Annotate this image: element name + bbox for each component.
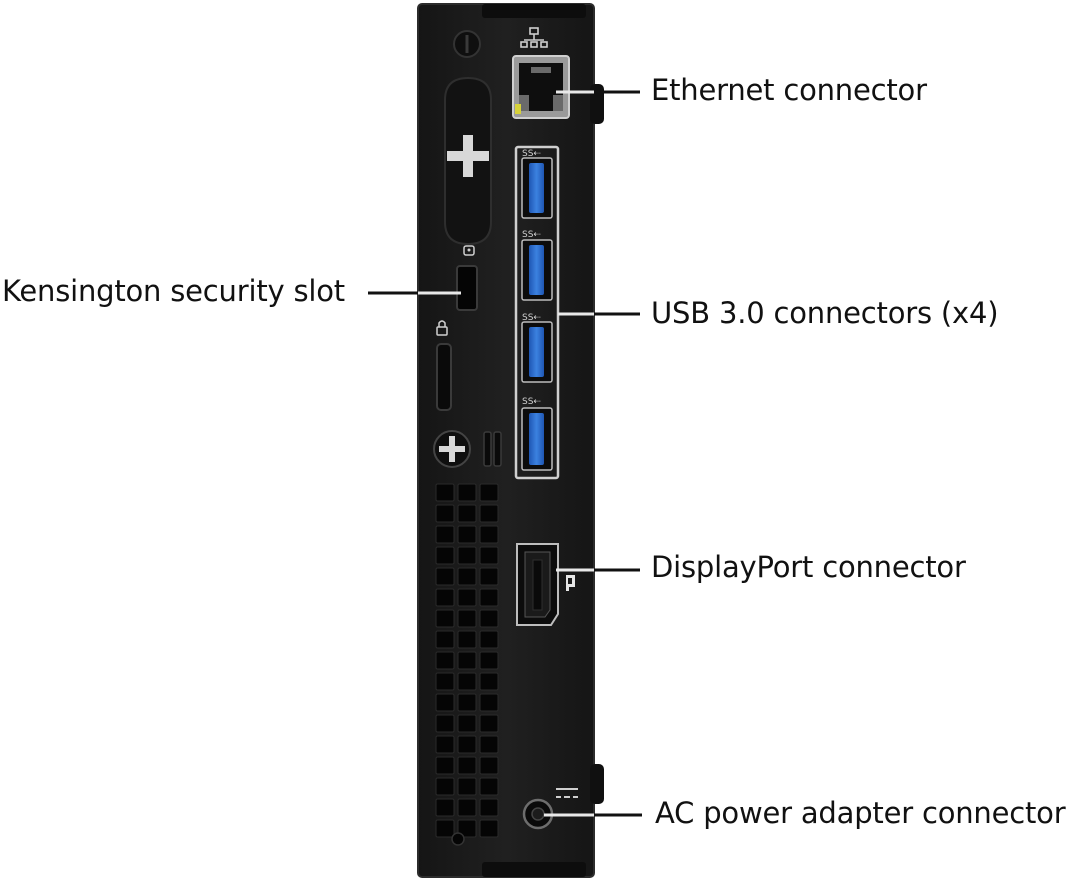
vent-slot: [457, 714, 477, 733]
kensington-slot: [456, 265, 478, 311]
vent-slot: [435, 735, 455, 754]
vent-slot: [457, 756, 477, 775]
vent-slot: [457, 777, 477, 796]
vent-slot: [435, 672, 455, 691]
vent-slot: [479, 630, 499, 649]
vent-slot: [479, 735, 499, 754]
screw-icon: [453, 30, 481, 58]
vent-slot: [457, 672, 477, 691]
dc-power-icon: [556, 788, 578, 798]
vent-slot: [457, 630, 477, 649]
vent-slot: [435, 630, 455, 649]
superspeed-usb-icon: SS⇠: [522, 397, 541, 407]
usb-port: SS⇠: [521, 230, 553, 301]
vent-slot: [435, 546, 455, 565]
vent-slot: [435, 798, 455, 817]
vent-slot: [457, 546, 477, 565]
usb-port: SS⇠: [521, 397, 553, 471]
vent-slot: [435, 756, 455, 775]
usb-connectors-label: USB 3.0 connectors (x4): [651, 296, 999, 330]
vent-slot: [479, 798, 499, 817]
thumbscrew-icon: [433, 430, 502, 468]
vent-slot: [479, 546, 499, 565]
vent-slot: [435, 651, 455, 670]
kensington-slot-label: Kensington security slot: [2, 274, 345, 308]
plus-cover-icon: [444, 76, 492, 246]
usb-port: SS⇠: [521, 149, 553, 219]
vent-slot: [457, 651, 477, 670]
vent-slot: [435, 819, 455, 838]
vent-slot: [457, 567, 477, 586]
superspeed-usb-icon: SS⇠: [522, 230, 541, 240]
vent-slot: [479, 756, 499, 775]
vent-slot: [479, 567, 499, 586]
vent-slot: [435, 714, 455, 733]
superspeed-usb-icon: SS⇠: [522, 149, 541, 159]
displayport-icon: [566, 575, 575, 591]
vent-slot: [457, 693, 477, 712]
vent-slot: [479, 525, 499, 544]
vent-slot: [457, 525, 477, 544]
superspeed-usb-icon: SS⇠: [522, 313, 541, 323]
vent-slot: [457, 819, 477, 838]
vent-slot: [479, 693, 499, 712]
vent-slot: [479, 483, 499, 502]
leader-lines-on-chassis: [418, 90, 594, 817]
vent-slot: [479, 609, 499, 628]
network-icon: [520, 27, 548, 48]
vent-slot: [479, 777, 499, 796]
vent-slot: [479, 588, 499, 607]
vent-slot: [435, 609, 455, 628]
vent-slot: [435, 567, 455, 586]
vent-slot: [457, 609, 477, 628]
vent-slot: [479, 651, 499, 670]
vent-slot: [479, 819, 499, 838]
vent-slot: [457, 504, 477, 523]
vent-slot: [479, 504, 499, 523]
vent-slot: [457, 798, 477, 817]
displayport-connector-label: DisplayPort connector: [651, 550, 966, 584]
vent-slot: [435, 483, 455, 502]
vent-slot: [457, 483, 477, 502]
vent-slot: [479, 714, 499, 733]
vent-slot: [435, 777, 455, 796]
vent-slot: [435, 525, 455, 544]
vent-slot: [435, 693, 455, 712]
ethernet-connector-label: Ethernet connector: [651, 73, 927, 107]
displayport-port: [516, 543, 559, 626]
ethernet-port: [512, 55, 570, 119]
vent-grille: [435, 483, 499, 838]
vent-slot: [457, 588, 477, 607]
chassis-hole: [451, 832, 465, 846]
vent-slot: [435, 588, 455, 607]
usb-port: SS⇠: [521, 313, 553, 383]
lock-icon: [436, 320, 448, 336]
ac-power-connector-label: AC power adapter connector: [655, 796, 1066, 830]
vent-slot: [457, 735, 477, 754]
padlock-loop: [436, 343, 452, 411]
kensington-lock-icon: [463, 245, 475, 256]
vent-slot: [479, 672, 499, 691]
vent-slot: [435, 504, 455, 523]
